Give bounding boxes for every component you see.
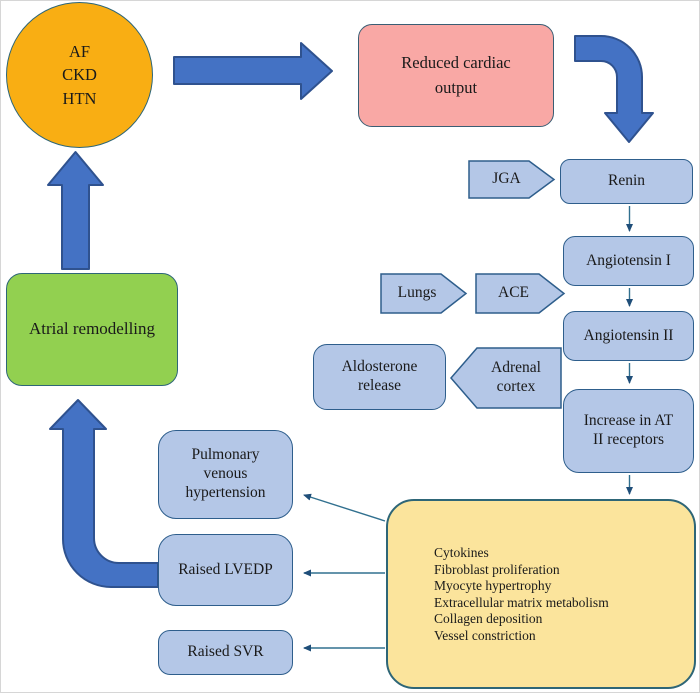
- node-adrenal-cortex-label: Adrenal cortex: [491, 359, 541, 395]
- arrow-elbow-down-icon: [574, 35, 654, 143]
- node-cellular-effects: [386, 499, 696, 689]
- effects-item-collagen: Collagen deposition: [434, 611, 543, 626]
- node-angiotensin-ii: Angiotensin II: [563, 311, 694, 361]
- pentagon-lungs: [380, 273, 468, 314]
- node-jga-label: JGA: [492, 170, 521, 188]
- node-lungs-label: Lungs: [397, 284, 437, 302]
- node-angiotensin-i: Angiotensin I: [563, 236, 694, 286]
- effects-item-ecm: Extracellular matrix metabolism: [434, 594, 609, 610]
- pentagon-adrenal-cortex: [450, 347, 562, 409]
- effects-item-vessel: Vessel constriction: [434, 627, 536, 643]
- effects-list: Cytokines Fibroblast proliferation Myocy…: [434, 545, 686, 644]
- node-ace-label: ACE: [498, 284, 529, 302]
- node-raised-svr: Raised SVR: [158, 630, 293, 675]
- node-af-ckd-htn: AF CKD HTN: [6, 2, 153, 148]
- pentagon-ace: [475, 273, 566, 314]
- effects-item-cytokines: Cytokines: [434, 545, 489, 560]
- arrow-elbow-up-icon: [49, 399, 159, 588]
- node-increase-at-ii-receptors: Increase in AT II receptors: [563, 389, 694, 473]
- effects-item-myocyte: Myocyte hypertrophy: [434, 578, 552, 593]
- effects-item-fibroblast: Fibroblast proliferation: [434, 561, 560, 577]
- node-atrial-remodelling: Atrial remodelling: [6, 273, 178, 386]
- connector-effects-pulmonary: [303, 493, 386, 522]
- node-raised-lvedp: Raised LVEDP: [158, 534, 293, 606]
- node-reduced-cardiac-output: Reduced cardiac output: [358, 24, 554, 127]
- node-renin: Renin: [560, 159, 693, 204]
- pentagon-jga: [468, 160, 556, 199]
- arrow-up-icon: [47, 151, 104, 270]
- arrow-right-icon: [173, 42, 333, 100]
- node-aldosterone-release: Aldosterone release: [313, 344, 446, 410]
- node-pulmonary-venous-hypertension: Pulmonary venous hypertension: [158, 430, 293, 519]
